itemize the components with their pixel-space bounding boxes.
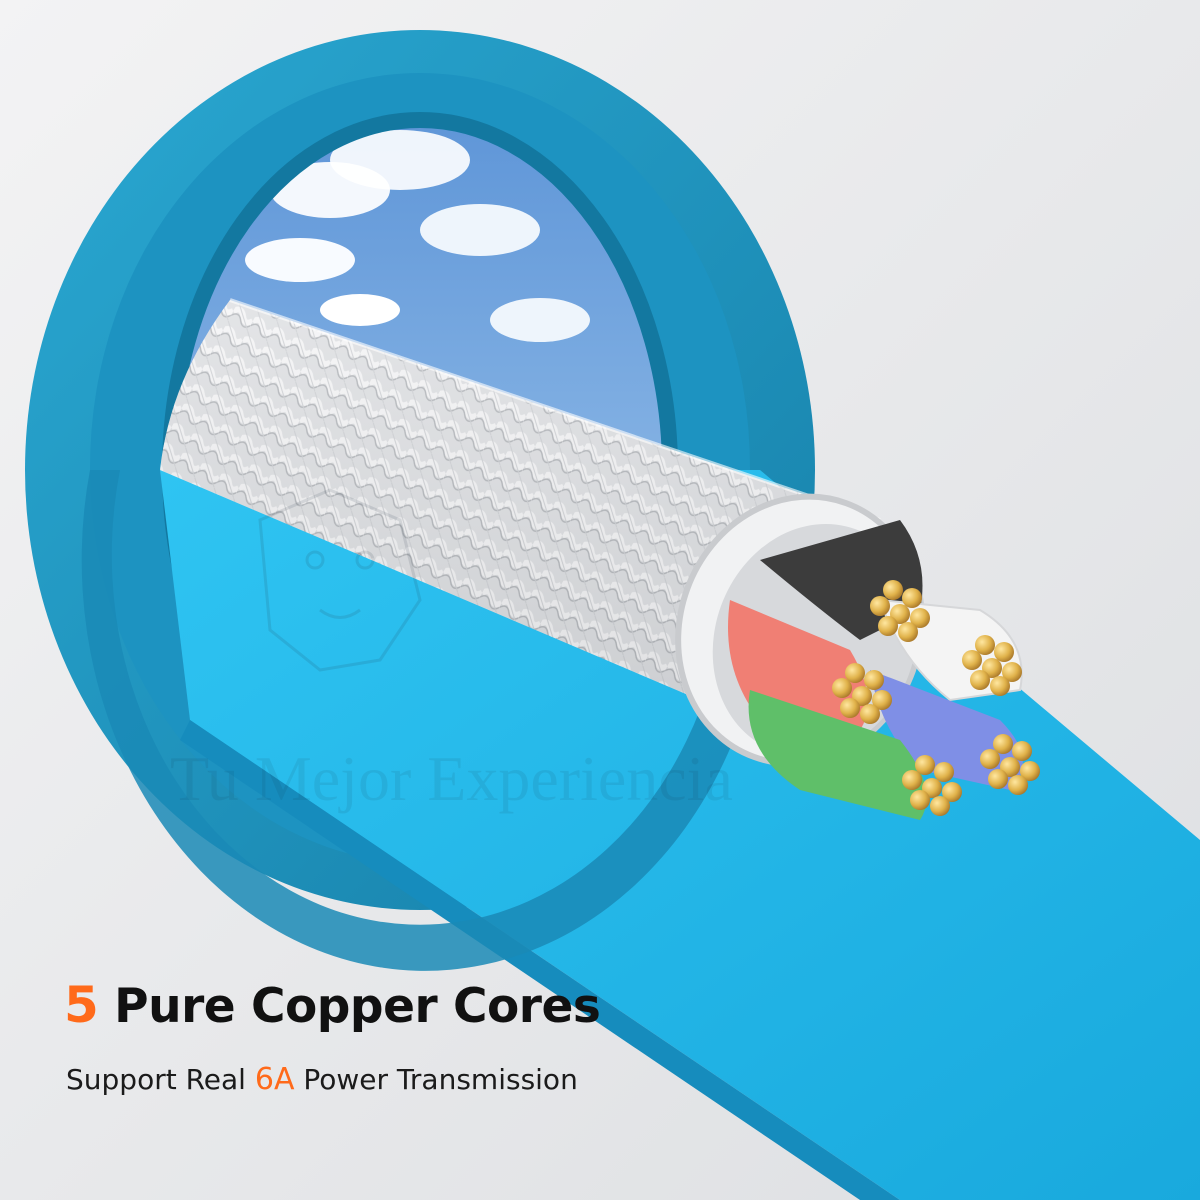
subline-highlight: 6A xyxy=(254,1062,295,1097)
copper-bundle-5 xyxy=(902,755,962,816)
lion-watermark-icon xyxy=(258,488,422,672)
copper-bundle-4 xyxy=(980,734,1040,795)
copper-bundle-2 xyxy=(962,635,1022,696)
headline: 5 Pure Copper Cores xyxy=(64,976,964,1034)
watermark-text: Tu Mejor Experiencia xyxy=(170,743,733,814)
subline-prefix: Support Real xyxy=(66,1063,246,1096)
subline: Support Real 6A Power Transmission xyxy=(66,1062,966,1097)
green-core xyxy=(748,690,927,820)
subline-suffix: Power Transmission xyxy=(303,1063,578,1096)
clouds xyxy=(245,130,590,342)
headline-text: Pure Copper Cores xyxy=(114,979,601,1034)
copper-cores xyxy=(728,520,1040,820)
blue-board-edge xyxy=(180,720,900,1200)
copper-bundle-1 xyxy=(870,580,930,642)
copper-bundle-3 xyxy=(832,663,892,724)
headline-number: 5 xyxy=(64,976,99,1034)
